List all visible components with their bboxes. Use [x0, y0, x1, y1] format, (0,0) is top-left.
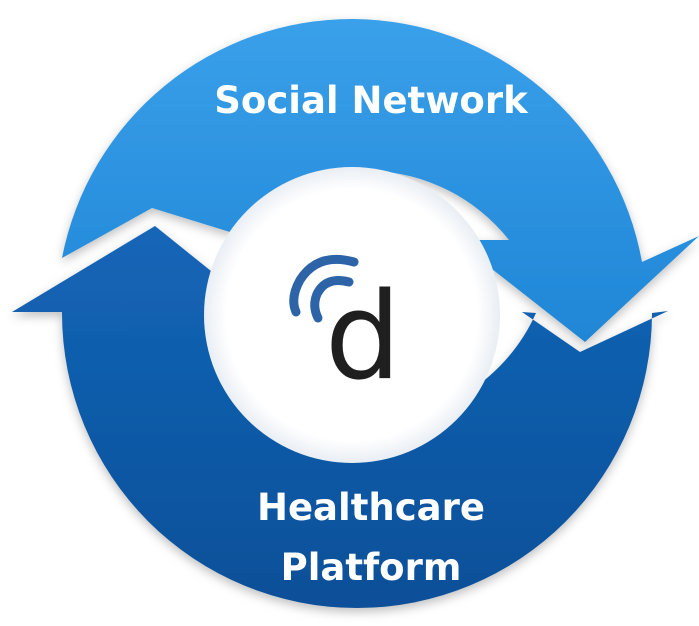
- center-circle: [204, 167, 500, 463]
- bottom-label-line1: Healthcare: [257, 486, 485, 529]
- bottom-arrow-shape: [12, 226, 668, 608]
- bottom-label-line2: Platform: [281, 546, 462, 589]
- logo-wave-outer: [289, 254, 359, 317]
- logo-wave-inner: [310, 276, 354, 323]
- top-arrow-shape: [62, 19, 699, 342]
- top-label: Social Network: [214, 79, 529, 122]
- signal-d-logo-icon: d: [289, 254, 401, 407]
- logo-letter: d: [325, 268, 401, 407]
